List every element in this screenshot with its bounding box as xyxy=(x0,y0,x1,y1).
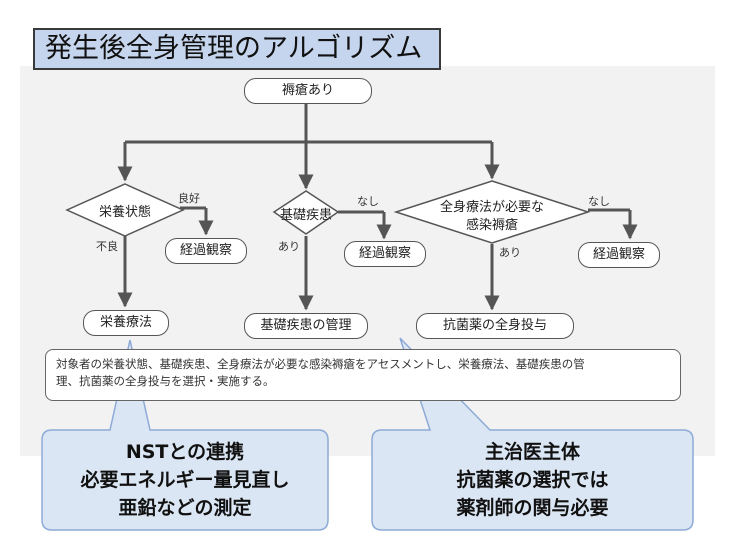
summary-line-2: 理、抗菌薬の全身投与を選択・実施する。 xyxy=(56,374,275,388)
root-node: 褥瘡あり xyxy=(244,78,372,104)
result-disease-management: 基礎疾患の管理 xyxy=(244,313,368,339)
decision-nutrition-label: 栄養状態 xyxy=(98,205,151,220)
slide-title: 発生後全身管理のアルゴリズム xyxy=(33,28,441,70)
callout-right-line-2: 抗菌薬の選択では xyxy=(456,469,609,491)
callout-right: 主治医主体 抗菌薬の選択では 薬剤師の関与必要 xyxy=(372,438,693,522)
result-nutrition-therapy: 栄養療法 xyxy=(83,310,169,336)
branch-label-none-2: なし xyxy=(357,195,379,208)
summary-line-1: 対象者の栄養状態、基礎疾患、全身療法が必要な感染褥瘡をアセスメントし、栄養療法、… xyxy=(56,357,585,371)
observe-node-3: 経過観察 xyxy=(578,242,660,268)
branch-label-yes-2: あり xyxy=(278,240,300,253)
result-antibiotic-therapy: 抗菌薬の全身投与 xyxy=(416,313,574,339)
callout-left-line-3: 亜鉛などの測定 xyxy=(118,497,252,519)
callout-left-line-2: 必要エネルギー量見直し xyxy=(80,469,290,491)
decision-disease-label: 基礎疾患 xyxy=(279,208,332,223)
branch-label-none-3: なし xyxy=(588,195,610,208)
callout-right-line-1: 主治医主体 xyxy=(484,441,580,463)
observe-node-2: 経過観察 xyxy=(344,241,426,267)
callout-shape-right xyxy=(371,337,694,531)
decision-diamond-infection xyxy=(393,180,591,244)
decision-diamond-nutrition xyxy=(65,183,185,237)
summary-box: 対象者の栄養状態、基礎疾患、全身療法が必要な感染褥瘡をアセスメントし、栄養療法、… xyxy=(45,349,681,401)
callout-left-line-1: NSTとの連携 xyxy=(125,441,245,463)
callout-right-line-3: 薬剤師の関与必要 xyxy=(456,497,609,519)
branch-label-yes-3: あり xyxy=(499,246,521,259)
decision-infection-label-2: 感染褥瘡 xyxy=(465,218,518,233)
branch-label-poor: 不良 xyxy=(96,240,118,253)
observe-node-1: 経過観察 xyxy=(165,238,247,264)
branch-label-good: 良好 xyxy=(178,192,200,205)
decision-infection-label-1: 全身療法が必要な xyxy=(439,200,544,215)
callout-left: NSTとの連携 必要エネルギー量見直し 亜鉛などの測定 xyxy=(42,438,328,522)
decision-diamond-disease xyxy=(272,190,340,235)
callout-shape-left xyxy=(41,339,329,531)
